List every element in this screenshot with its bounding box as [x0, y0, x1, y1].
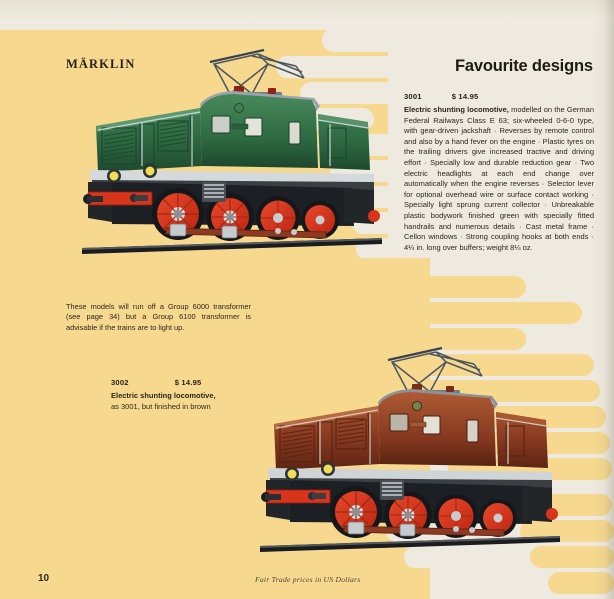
crank-pin-1 [347, 521, 365, 535]
background-ystreak-12 [548, 572, 614, 594]
headlight-lens-2 [323, 464, 333, 474]
rear-buffer [368, 210, 380, 222]
cab-window-side-2 [288, 121, 301, 145]
item-3001-body: modelled on the German Federal Railways … [404, 105, 594, 252]
cab-number-plate [231, 123, 249, 130]
background-ystreak-11 [530, 546, 614, 568]
item-3002-number: 3002 [111, 378, 129, 387]
background-streak-13 [434, 572, 534, 594]
running-board [268, 468, 552, 480]
item-3001-lead: Electric shunting locomotive, [404, 105, 509, 114]
hood-panel-line-1 [139, 123, 155, 165]
crank-pin-1 [169, 223, 187, 237]
pantograph [387, 346, 483, 393]
cab-window-front [389, 413, 409, 432]
handrails [275, 409, 547, 464]
item-3001-block: 3001 $ 14.95 Electric shunting locomotiv… [404, 92, 594, 253]
roof-insulator-2 [446, 386, 454, 392]
driving-wheels [152, 188, 339, 241]
background-ystreak-1 [336, 276, 526, 298]
running-board [90, 170, 374, 182]
headlight-lens-2 [145, 166, 155, 176]
coupling-rod [343, 525, 505, 537]
transformer-note: These models will run off a Group 6000 t… [66, 302, 251, 332]
green-locomotive-svg [82, 48, 382, 254]
item-3002-description: Electric shunting locomotive,as 3001, bu… [111, 391, 286, 412]
background-band-top [0, 30, 312, 52]
cab-window-side-2 [466, 419, 479, 443]
item-3001-price: $ 14.95 [451, 92, 479, 101]
cab-window-front [211, 115, 231, 134]
handrails [97, 111, 369, 166]
item-3001-description: Electric shunting locomotive, modelled o… [404, 105, 594, 253]
page-number: 10 [38, 573, 50, 584]
hood-louvres-mid [159, 121, 187, 147]
headlight-lens-1 [287, 469, 297, 479]
footer-note: Fair Trade prices in US Dollars [255, 575, 361, 584]
green-locomotive-illustration [82, 42, 382, 262]
rear-hood-panel [327, 127, 347, 159]
chassis-rear-pilot [522, 486, 552, 522]
crank-pin-2 [221, 225, 238, 239]
brown-locomotive-svg [260, 346, 560, 552]
roof-insulator-2 [268, 88, 276, 94]
hood-louvres-front [103, 130, 135, 161]
cab-roof-vent [234, 103, 244, 113]
cab-roof-vent [412, 401, 422, 411]
page-title: Favourite designs [455, 57, 593, 75]
background-ystreak-3 [356, 328, 526, 350]
chassis-rear-pilot [344, 188, 374, 224]
hood-panel-line-1 [317, 421, 333, 463]
background-ystreak-2 [382, 302, 582, 324]
cab-number-plate [409, 421, 427, 428]
page-top-edge [0, 0, 614, 30]
crank-pin-2 [399, 523, 416, 537]
hood-louvres-front [281, 428, 313, 459]
brand-logo: MÄRKLIN [66, 57, 136, 71]
background-ystreak-10 [520, 520, 614, 542]
item-3002-block: 3002 $ 14.95 Electric shunting locomotiv… [111, 378, 286, 412]
headlight-lens-1 [109, 171, 119, 181]
rear-buffer [546, 508, 558, 520]
item-3002-header: 3002 $ 14.95 [111, 378, 286, 387]
page-right-edge [592, 0, 614, 599]
rear-hood-panel [505, 425, 525, 457]
background-ystreak-4 [396, 354, 594, 376]
hood-louvres-mid [337, 419, 365, 445]
item-3002-body: as 3001, but finished in brown [111, 401, 211, 411]
item-3001-number: 3001 [404, 92, 422, 101]
jackshaft-fins [204, 184, 224, 198]
background-streak-12 [404, 546, 516, 568]
brown-locomotive-illustration [260, 340, 560, 560]
coupling-rod [165, 227, 327, 239]
item-3002-price: $ 14.95 [174, 378, 202, 387]
pantograph [209, 48, 305, 95]
item-3001-header: 3001 $ 14.95 [404, 92, 594, 101]
jackshaft-fins [382, 482, 402, 496]
item-3002-lead: Electric shunting locomotive, [111, 391, 216, 400]
background-streak-2 [276, 56, 414, 78]
